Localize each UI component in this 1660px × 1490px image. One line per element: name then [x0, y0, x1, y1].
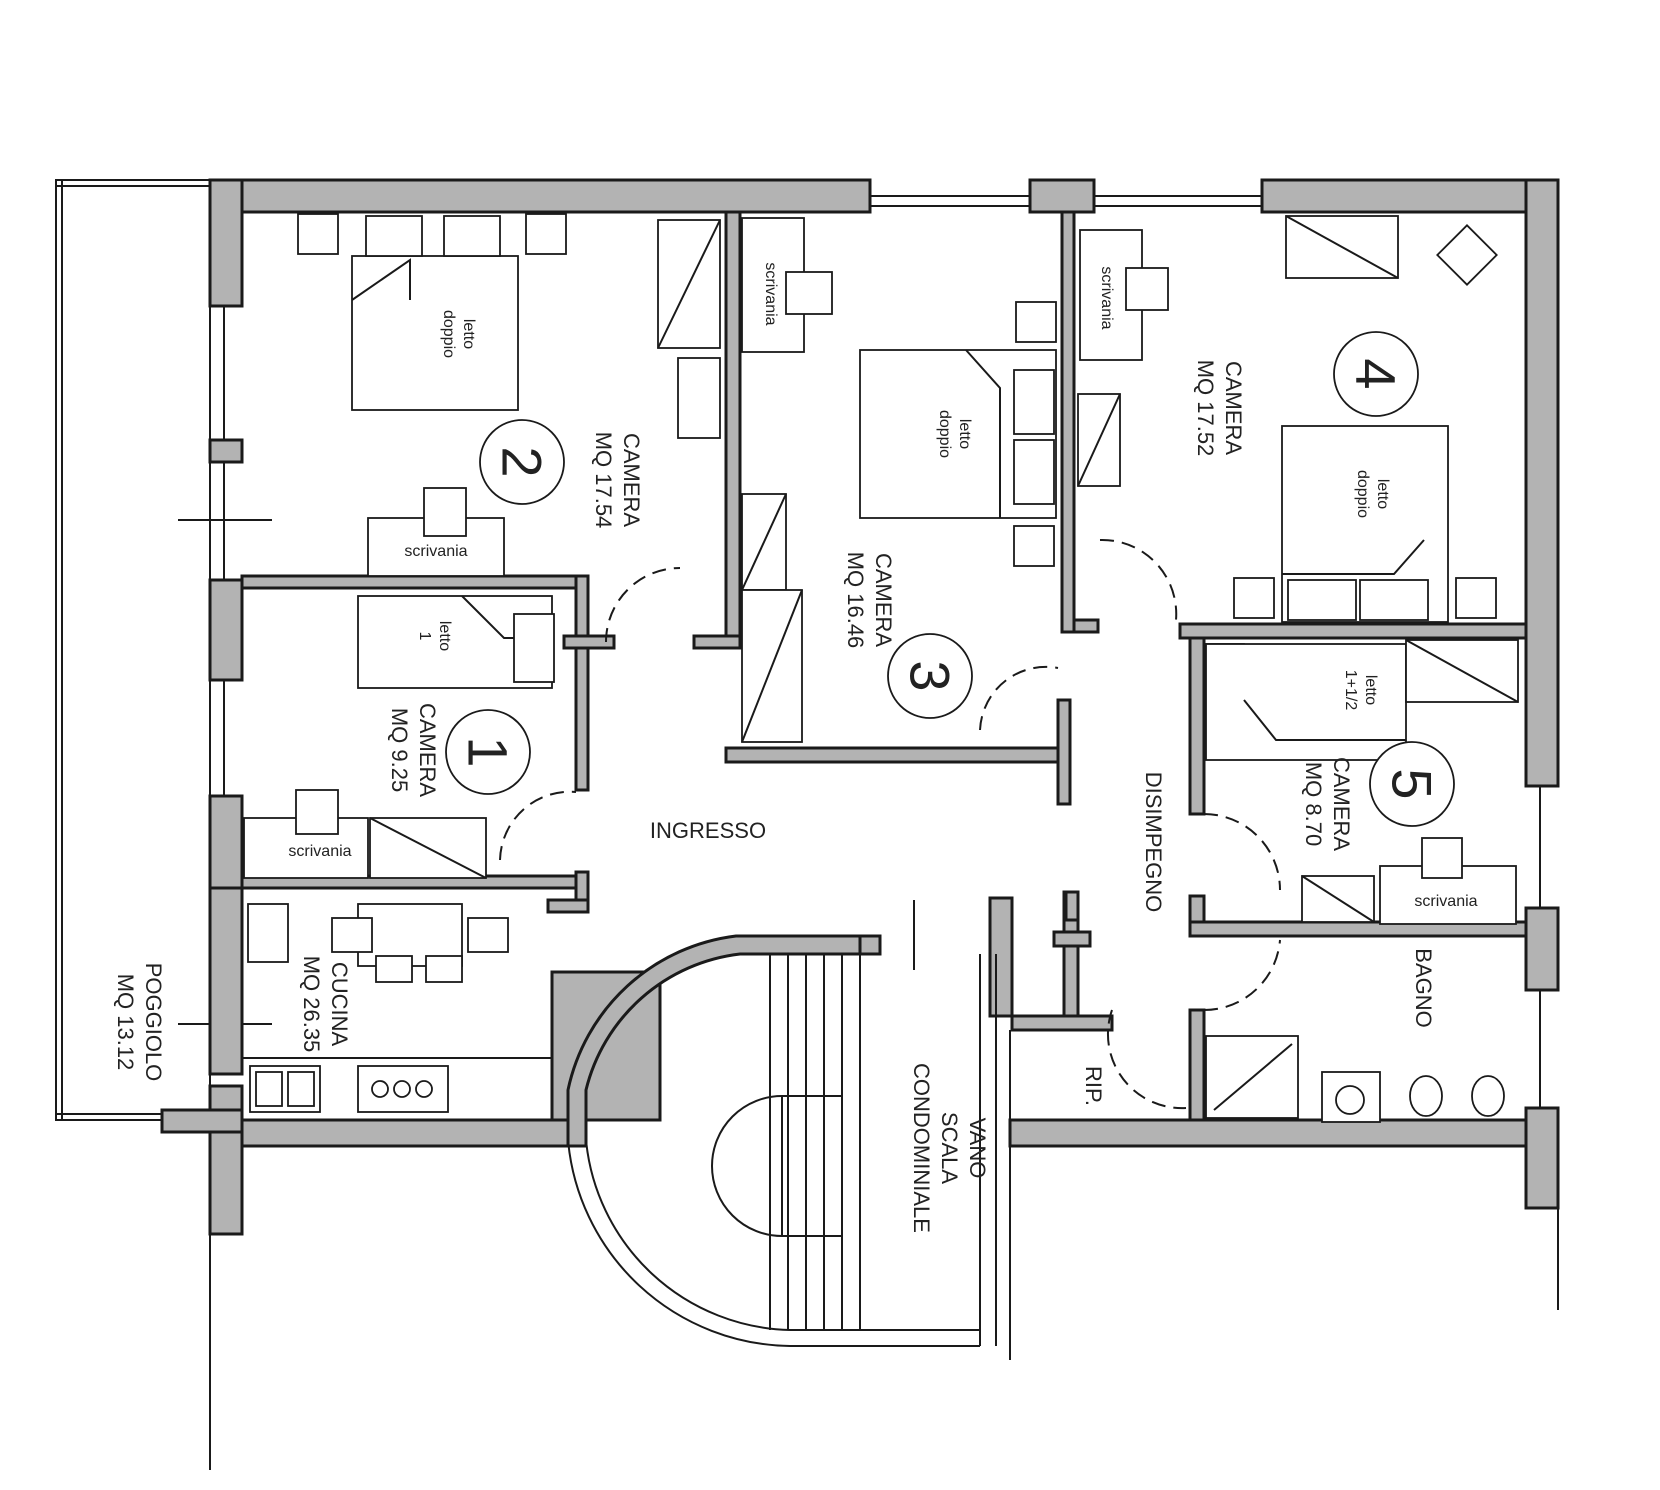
camera3-name: CAMERA: [871, 553, 896, 647]
camera1-area: MQ 9.25: [387, 708, 412, 792]
camera2-furniture: [297, 213, 721, 577]
cucina-area: MQ 26.35: [299, 956, 324, 1053]
room-1-number: 1: [457, 736, 520, 767]
poggiolo-name: POGGIOLO: [141, 963, 166, 1082]
cucina-name: CUCINA: [327, 962, 352, 1047]
room-5-number: 5: [1381, 768, 1444, 799]
letto-doppio-2-b: doppio: [440, 310, 457, 358]
poggiolo-area: MQ 13.12: [113, 974, 138, 1071]
scrivania-camera5: scrivania: [1414, 893, 1477, 910]
room-labels: CAMERA MQ 9.25 CAMERA MQ 17.54 CAMERA MQ…: [113, 360, 1436, 1233]
door-camera2[interactable]: [605, 567, 681, 643]
camera2-name: CAMERA: [619, 433, 644, 527]
scrivania-camera3: scrivania: [762, 262, 779, 325]
rip-label: RIP.: [1081, 1066, 1106, 1106]
door-camera3[interactable]: [979, 665, 1059, 731]
room-5-badge: [1369, 741, 1455, 827]
camera3-furniture: [741, 217, 1057, 743]
letto-1-b: 1: [416, 632, 433, 641]
door-camera4[interactable]: [1099, 538, 1178, 621]
scrivania-camera1: scrivania: [288, 843, 351, 860]
camera5-furniture: [1205, 639, 1519, 925]
letto-1-a: letto: [436, 621, 453, 651]
bagno-label: BAGNO: [1411, 948, 1436, 1027]
scrivania-camera4: scrivania: [1098, 266, 1115, 329]
room-4-number: 4: [1345, 358, 1408, 389]
camera4-name: CAMERA: [1221, 361, 1246, 455]
ingresso-label: INGRESSO: [650, 818, 766, 843]
door-camera1[interactable]: [499, 790, 577, 861]
vano-line-2: SCALA: [937, 1112, 962, 1184]
camera1-furniture: [243, 595, 555, 879]
camera1-name: CAMERA: [415, 703, 440, 797]
furniture-labels: letto doppio letto doppio letto doppio l…: [288, 262, 1477, 910]
camera4-furniture: [1077, 215, 1498, 623]
camera2-area: MQ 17.54: [591, 432, 616, 529]
letto-1-5-b: 1+1/2: [1342, 670, 1359, 711]
room-4-badge: [1333, 331, 1419, 417]
room-2-number: 2: [491, 446, 554, 477]
door-ripostiglio[interactable]: [1107, 1009, 1187, 1110]
exterior-walls: [160, 178, 1560, 1470]
vano-line-1: VANO: [965, 1118, 990, 1179]
scrivania-camera2: scrivania: [404, 543, 467, 560]
room-number-badges: 1 2 3 4 5: [445, 331, 1455, 827]
bathroom-furniture: [1205, 1035, 1505, 1123]
door-bagno[interactable]: [1203, 939, 1281, 1012]
letto-doppio-2-a: letto: [460, 319, 477, 349]
camera4-area: MQ 17.52: [1193, 360, 1218, 457]
disimpegno-label: DISIMPEGNO: [1141, 772, 1166, 913]
room-3-badge: [887, 633, 973, 719]
door-camera5[interactable]: [1203, 813, 1281, 891]
room-1-badge: [445, 709, 531, 795]
kitchen-furniture: [242, 903, 552, 1113]
letto-1-5-a: letto: [1362, 675, 1379, 705]
camera5-name: CAMERA: [1329, 757, 1354, 851]
letto-doppio-3-b: doppio: [936, 410, 953, 458]
camera3-area: MQ 16.46: [843, 552, 868, 649]
staircase: [566, 900, 997, 1347]
letto-doppio-3-a: letto: [956, 419, 973, 449]
room-3-number: 3: [899, 660, 962, 691]
vano-line-3: CONDOMINIALE: [909, 1063, 934, 1233]
room-2-badge: [479, 419, 565, 505]
doors: [499, 538, 1281, 1110]
letto-doppio-4-a: letto: [1374, 479, 1391, 509]
letto-doppio-4-b: doppio: [1354, 470, 1371, 518]
camera5-area: MQ 8.70: [1301, 762, 1326, 846]
